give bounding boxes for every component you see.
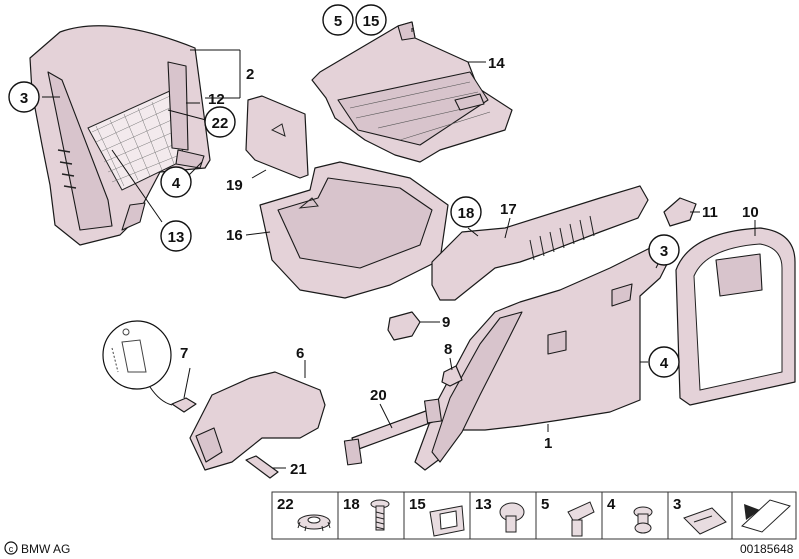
clip-8 [441, 365, 463, 387]
circled-callouts: 3 22 4 13 5 15 18 3 [8, 4, 680, 378]
cap-7 [171, 397, 197, 413]
callout-circle-13: 13 [160, 220, 192, 252]
cover-flap [245, 95, 309, 179]
diagram-code: 00185648 [740, 542, 794, 556]
legend-cell-22 [271, 491, 339, 540]
callout-10: 10 [742, 204, 759, 221]
callout-circle-22: 22 [204, 106, 236, 138]
svg-text:22: 22 [212, 115, 229, 132]
seat-info-bubble [102, 320, 173, 406]
legend-label-3: 3 [673, 496, 681, 513]
svg-text:3: 3 [660, 243, 668, 260]
legend-label-18: 18 [343, 496, 360, 513]
bracket-rail [431, 185, 649, 301]
legend-label-22: 22 [277, 496, 294, 513]
callout-9: 9 [442, 314, 450, 331]
brand-text: BMW AG [21, 542, 70, 556]
floor-cover-panel [311, 21, 513, 163]
main-side-trim [414, 247, 669, 471]
svg-text:c: c [9, 544, 14, 554]
callout-labels: 2 12 14 19 16 17 11 10 9 8 7 6 20 1 21 [180, 55, 759, 478]
callout-circle-4-right: 4 [648, 346, 680, 378]
callout-6: 6 [296, 345, 304, 362]
svg-text:15: 15 [363, 13, 380, 30]
callout-circle-3-left: 3 [8, 81, 40, 113]
svg-text:5: 5 [334, 13, 342, 30]
callout-circle-5: 5 [322, 4, 354, 36]
callout-20: 20 [370, 387, 387, 404]
cover-6 [189, 371, 326, 471]
fastener-legend: 22 18 15 13 5 4 3 [271, 491, 797, 540]
callout-circle-4-left: 4 [160, 166, 192, 198]
leader-lines [42, 28, 756, 469]
callout-16: 16 [226, 227, 243, 244]
legend-label-13: 13 [475, 496, 492, 513]
push-clip-icon [567, 501, 595, 537]
copyright-icon [4, 541, 18, 555]
strap [343, 398, 443, 466]
callout-11: 11 [702, 204, 718, 221]
callout-2: 2 [246, 66, 254, 83]
frame-panel [675, 227, 796, 406]
callout-17: 17 [500, 201, 517, 218]
clip-nut-icon [429, 505, 465, 537]
legend-label-5: 5 [541, 496, 549, 513]
svg-text:3: 3 [20, 90, 28, 107]
arrow-icon [741, 499, 791, 533]
callout-12: 12 [208, 91, 225, 108]
spring-clip-icon [683, 507, 727, 535]
legend-cell-5 [535, 491, 603, 540]
svg-text:4: 4 [172, 175, 181, 192]
callout-19: 19 [226, 177, 243, 194]
svg-text:18: 18 [458, 205, 475, 222]
storage-tray [259, 161, 449, 299]
bmw-footer: c BMW AG 00185648 [4, 541, 794, 556]
callout-circle-15: 15 [355, 4, 387, 36]
side-trim-panel [29, 25, 211, 246]
callout-8: 8 [444, 341, 452, 358]
strip-21 [245, 455, 279, 479]
svg-text:13: 13 [168, 229, 185, 246]
clip-9 [387, 311, 421, 341]
callout-circle-18: 18 [450, 196, 482, 228]
legend-label-15: 15 [409, 496, 426, 513]
screw-icon [370, 499, 390, 531]
callout-1: 1 [544, 435, 552, 452]
rivet-icon [499, 502, 525, 533]
expanding-nut-icon [297, 514, 331, 532]
expansion-rivet-icon [633, 506, 653, 534]
legend-label-4: 4 [607, 496, 616, 513]
callout-14: 14 [488, 55, 505, 72]
callout-circle-3-right: 3 [648, 234, 680, 266]
callout-21: 21 [290, 461, 307, 478]
svg-text:4: 4 [660, 355, 669, 372]
callout-7: 7 [180, 345, 188, 362]
legend-cell-4 [601, 491, 669, 540]
